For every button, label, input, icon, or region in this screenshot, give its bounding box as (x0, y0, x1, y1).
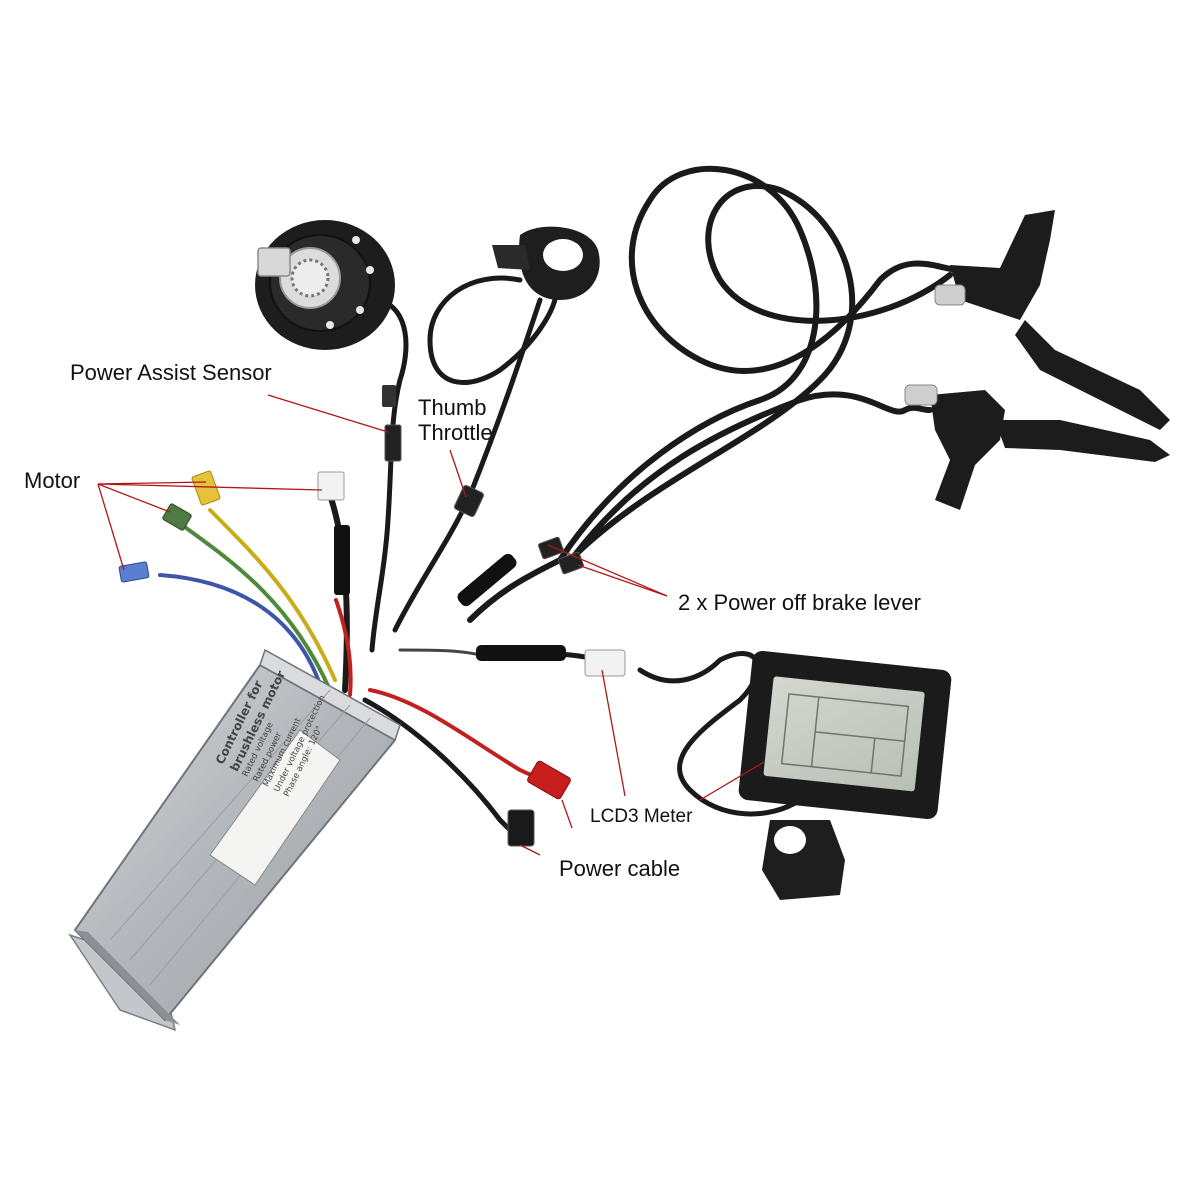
label-thumb: Thumb (418, 395, 487, 420)
lcd-connector (476, 645, 626, 677)
brake-lever-cables (467, 165, 963, 623)
label-lcd3-meter: LCD3 Meter (590, 806, 693, 827)
sensor-connector (382, 385, 402, 462)
power-assist-sensor (255, 220, 395, 350)
power-connectors (507, 760, 571, 847)
controller-housing (68, 648, 401, 1032)
brake-connectors (457, 536, 585, 607)
brake-lever-upper (934, 210, 1170, 430)
throttle-connector (454, 485, 484, 517)
label-brake-lever: 2 x Power off brake lever (678, 590, 921, 615)
label-thumb-throttle: Thumb Throttle (418, 395, 538, 446)
label-motor: Motor (24, 468, 81, 493)
callout-lines (97, 394, 765, 856)
thumb-throttle (492, 226, 600, 300)
label-power-cable: Power cable (559, 856, 681, 881)
sensor-cable (369, 297, 409, 653)
brake-lever-lower (904, 384, 1170, 510)
lcd3-meter (738, 650, 952, 900)
motor-wires (158, 492, 353, 702)
label-throttle: Throttle (418, 420, 493, 446)
label-power-assist-sensor: Power Assist Sensor (70, 360, 272, 385)
motor-phase-connectors (118, 470, 350, 595)
